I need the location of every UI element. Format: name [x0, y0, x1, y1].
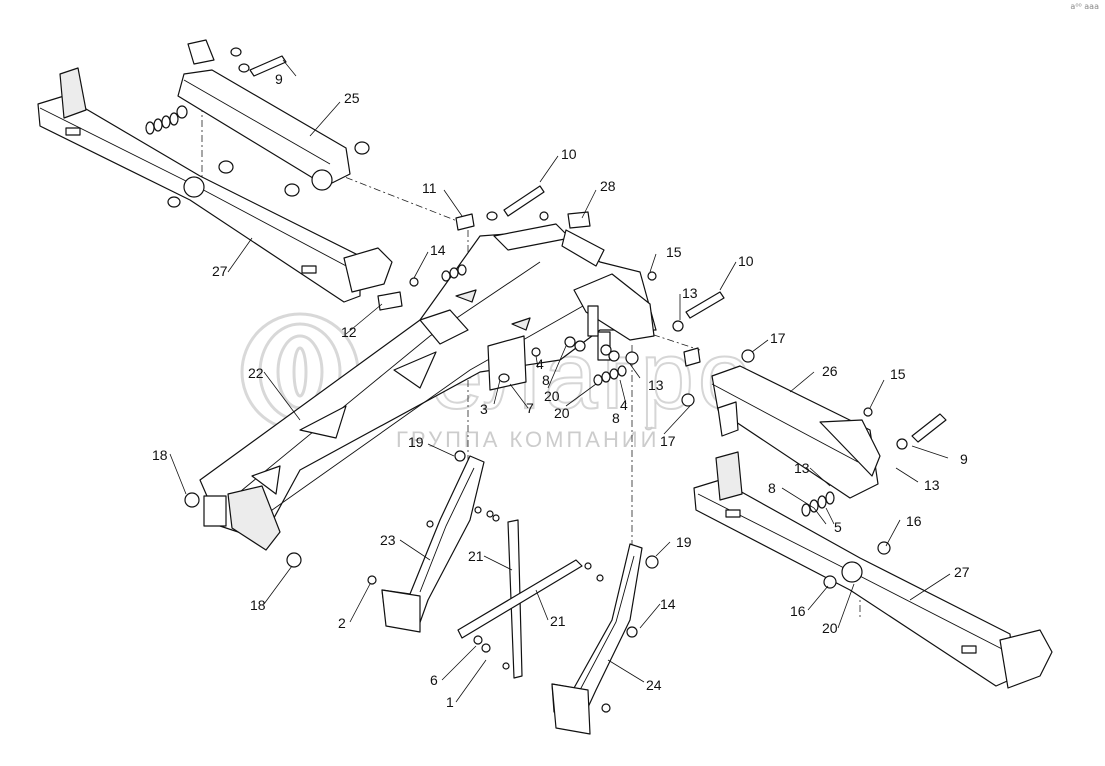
callout-28: 28: [600, 178, 616, 194]
center-pins-washers: [184, 185, 755, 568]
callout-7: 7: [526, 400, 534, 416]
callout-8: 8: [542, 372, 550, 388]
callout-20: 20: [822, 620, 838, 636]
callout-10: 10: [561, 146, 577, 162]
callout-25: 25: [344, 90, 360, 106]
callout-24: 24: [646, 677, 662, 693]
bracket-24: [551, 543, 659, 735]
callout-10: 10: [738, 253, 754, 269]
callout-14: 14: [660, 596, 676, 612]
callout-4: 4: [620, 397, 628, 413]
spring-washers-right: [801, 491, 835, 517]
callout-12: 12: [341, 324, 357, 340]
link-arm-26: [711, 365, 947, 517]
callout-2: 2: [338, 615, 346, 631]
callout-20: 20: [554, 405, 570, 421]
callout-19: 19: [676, 534, 692, 550]
main-frame-22: [199, 223, 657, 551]
callout-8: 8: [612, 410, 620, 426]
callout-16: 16: [906, 513, 922, 529]
bracket-23: [367, 455, 500, 633]
callout-22: 22: [248, 365, 264, 381]
callout-21: 21: [468, 548, 484, 564]
callout-1: 1: [446, 694, 454, 710]
callout-17: 17: [660, 433, 676, 449]
callout-17: 17: [770, 330, 786, 346]
callout-9: 9: [960, 451, 968, 467]
callout-15: 15: [890, 366, 906, 382]
spring-washers-top: [441, 264, 467, 282]
callout-18: 18: [250, 597, 266, 613]
callout-18: 18: [152, 447, 168, 463]
spring-washers-center: [593, 365, 627, 386]
callout-23: 23: [380, 532, 396, 548]
callout-13: 13: [794, 460, 810, 476]
callout-21: 21: [550, 613, 566, 629]
callout-27: 27: [954, 564, 970, 580]
callout-20: 20: [544, 388, 560, 404]
callout-4: 4: [536, 356, 544, 372]
callout-26: 26: [822, 363, 838, 379]
callout-13: 13: [682, 285, 698, 301]
callout-27: 27: [212, 263, 228, 279]
spring-washers-left: [145, 105, 188, 135]
left-beam-27: [37, 67, 393, 303]
corner-mark: а⁰⁰ ааа: [1070, 2, 1099, 11]
callout-labels: 9 25 10 28 11 14 15 10 13 27 12 17 22 4 …: [152, 71, 970, 710]
bar-21b: [457, 559, 604, 670]
watermark-subtitle: ГРУППА КОМПАНИЙ: [396, 427, 660, 452]
right-beam-27: [693, 451, 1053, 689]
callout-13: 13: [648, 377, 664, 393]
callout-15: 15: [666, 244, 682, 260]
callout-9: 9: [275, 71, 283, 87]
callout-8: 8: [768, 480, 776, 496]
callout-14: 14: [430, 242, 446, 258]
leader-lines: [169, 59, 951, 703]
link-arm-25: [145, 39, 370, 197]
callout-16: 16: [790, 603, 806, 619]
callout-13: 13: [924, 477, 940, 493]
callout-3: 3: [480, 401, 488, 417]
callout-19: 19: [408, 434, 424, 450]
callout-6: 6: [430, 672, 438, 688]
callout-11: 11: [422, 180, 437, 196]
callout-5: 5: [834, 519, 842, 535]
